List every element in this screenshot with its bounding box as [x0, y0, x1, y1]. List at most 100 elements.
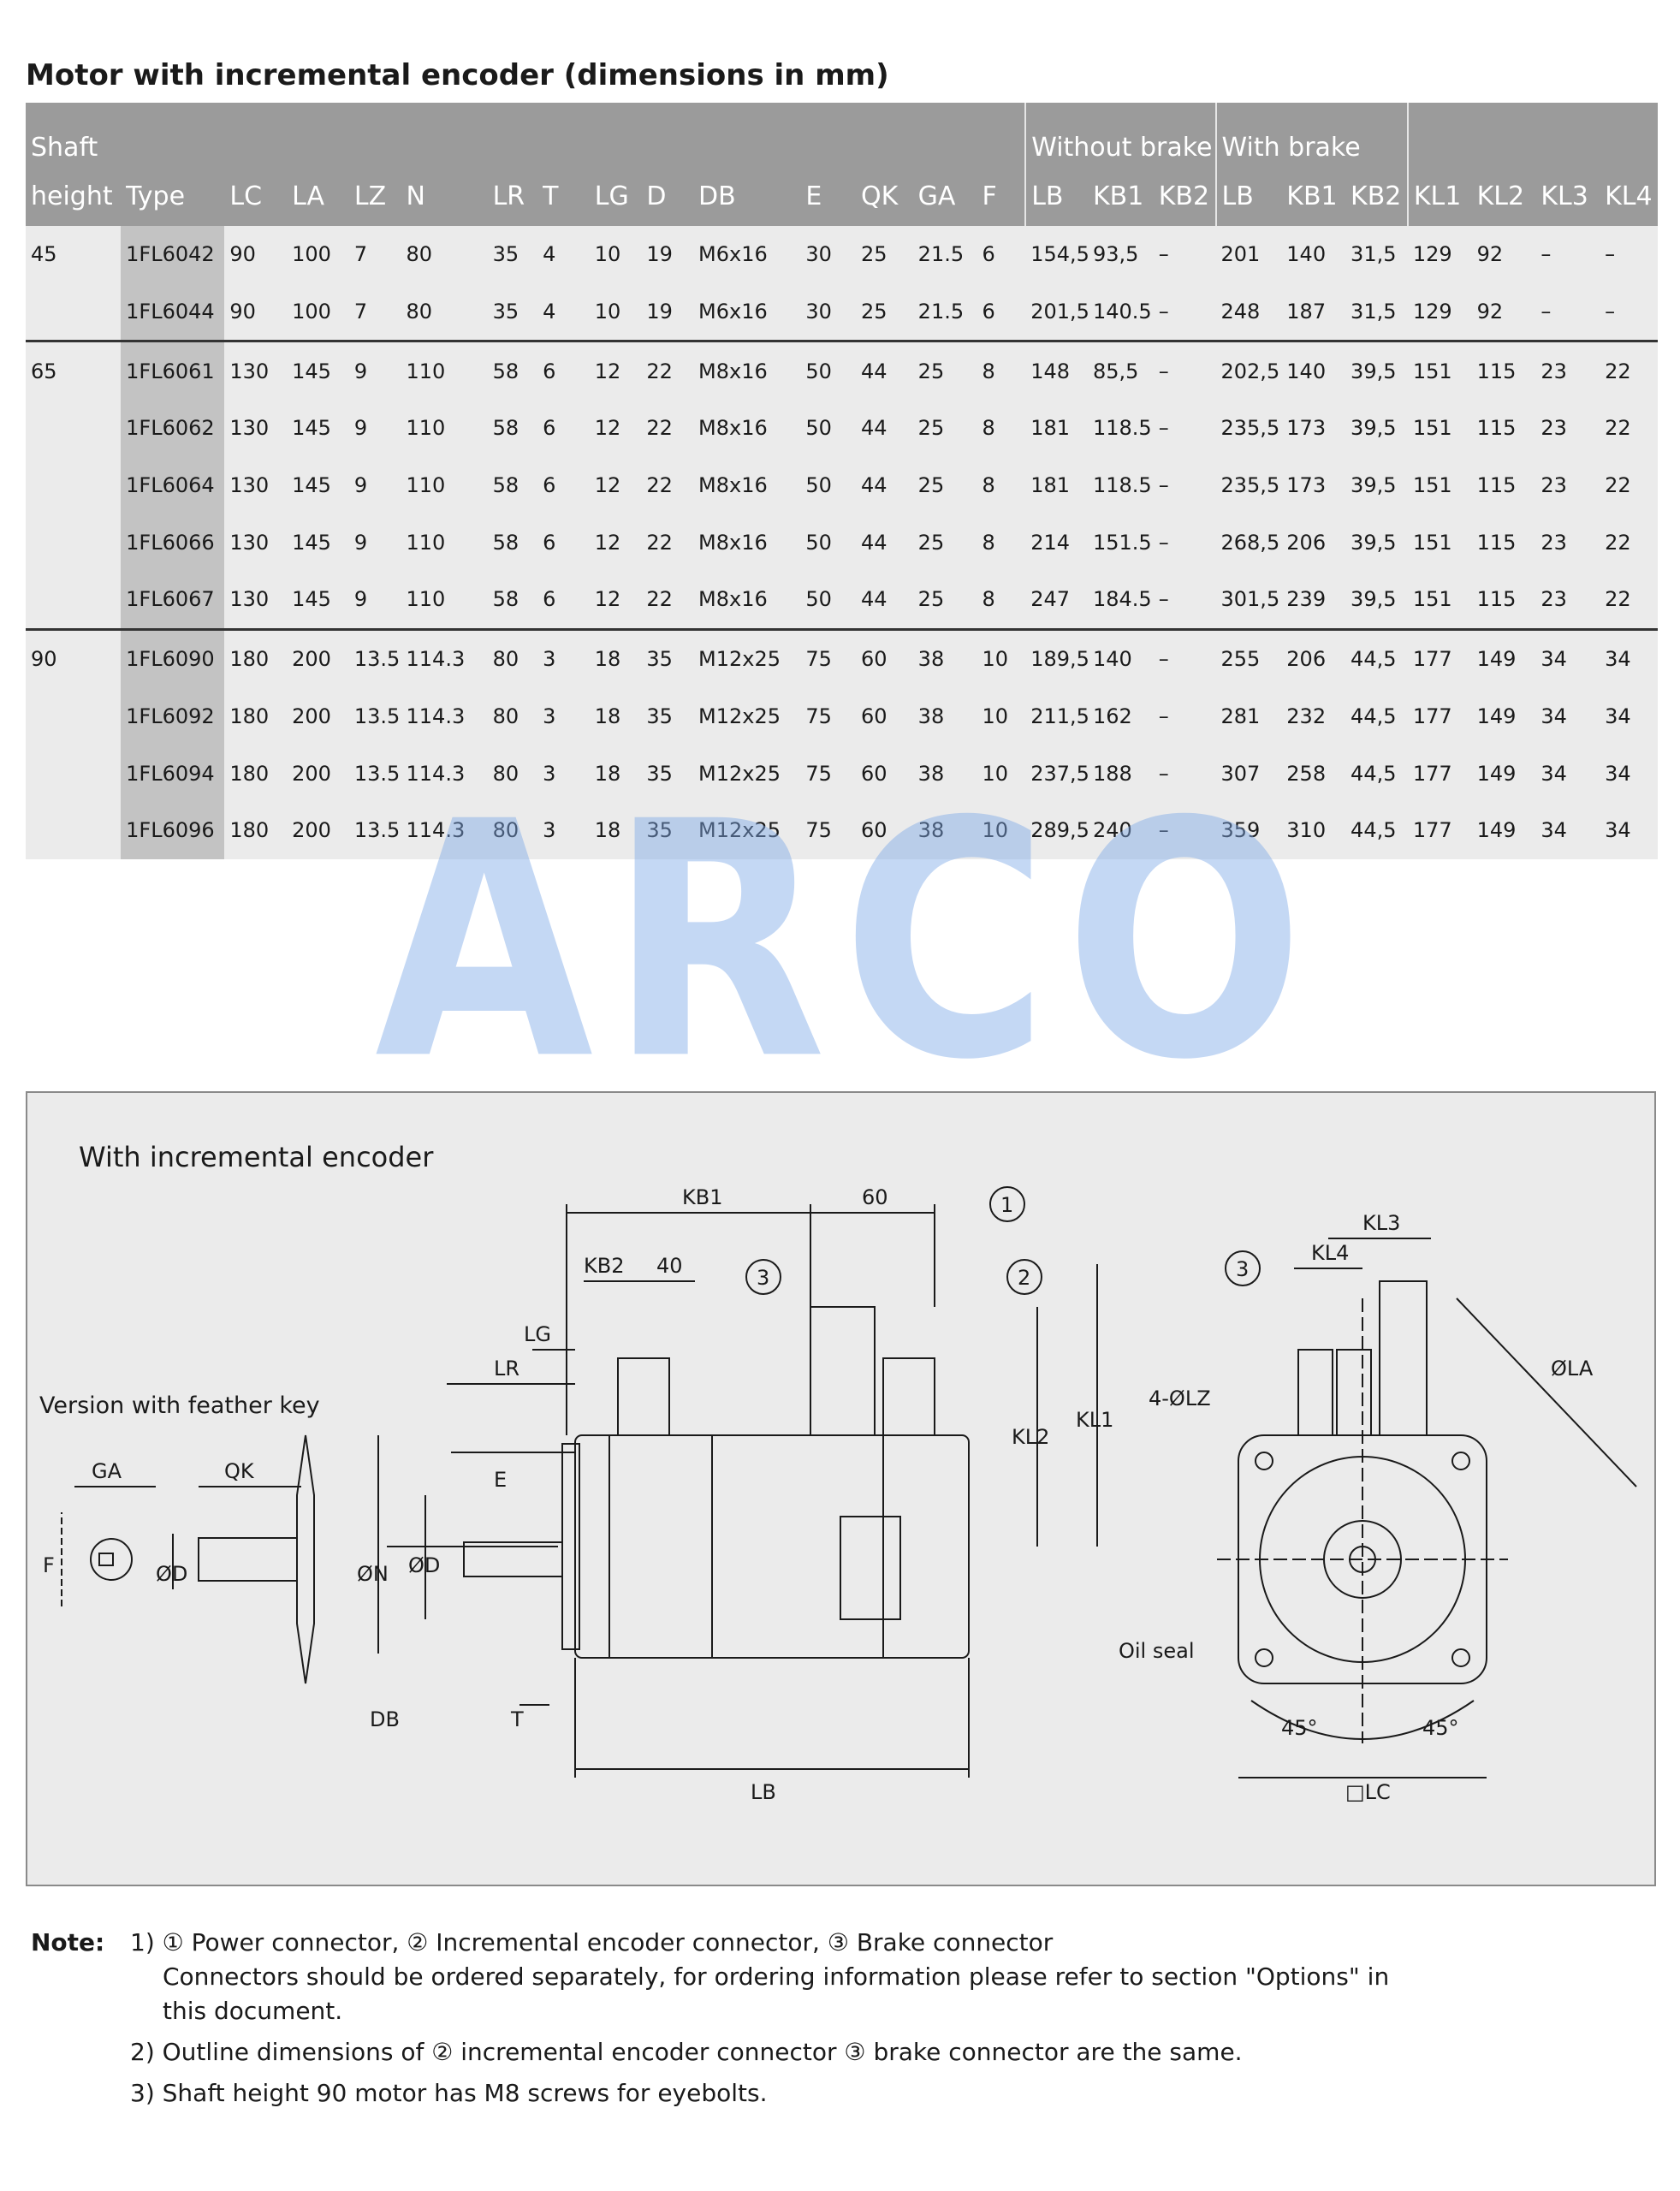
table-cell: –	[1153, 340, 1216, 401]
table-cell: 115	[1471, 400, 1536, 457]
table-cell: 145	[287, 400, 349, 457]
table-cell: 58	[487, 340, 538, 401]
front-encoder-connector	[1336, 1349, 1372, 1436]
table-cell: –	[1153, 514, 1216, 572]
table-cell: 10	[977, 801, 1026, 859]
table-cell: 58	[487, 456, 538, 514]
table-cell: 8	[977, 571, 1026, 630]
table-cell: 114.3	[401, 745, 488, 802]
table-cell: 149	[1471, 801, 1536, 859]
table-cell: 25	[912, 340, 977, 401]
table-cell: 235,5	[1215, 400, 1282, 457]
table-cell: 6	[537, 340, 590, 401]
table-cell: 19	[641, 226, 694, 283]
dim-qk: QK	[224, 1459, 255, 1483]
table-cell: 90	[224, 282, 288, 341]
table-cell: 115	[1471, 514, 1536, 572]
table-cell: 39,5	[1345, 340, 1408, 401]
table-cell: 34	[1535, 801, 1600, 859]
table-cell: 100	[287, 282, 349, 341]
table-cell: 177	[1407, 627, 1472, 688]
table-cell: 177	[1407, 801, 1472, 859]
table-cell: 145	[287, 340, 349, 401]
dim-ga: GA	[92, 1459, 122, 1483]
table-cell: 22	[641, 456, 694, 514]
motor-shaft	[463, 1541, 563, 1577]
table-cell: 130	[224, 456, 288, 514]
table-cell: 22	[1600, 571, 1658, 630]
table-cell: –	[1153, 687, 1216, 745]
table-cell: 22	[1600, 514, 1658, 572]
table-cell: 307	[1215, 745, 1282, 802]
table-cell: 23	[1535, 514, 1600, 572]
table-cell: 12	[589, 514, 642, 572]
column-header: KL4	[1600, 166, 1658, 226]
table-cell: 65	[26, 340, 122, 401]
type-cell: 1FL6061	[121, 340, 225, 401]
note-1-detail: Connectors should be ordered separately,…	[163, 1962, 1390, 2025]
table-cell: 44,5	[1345, 627, 1408, 688]
table-cell: 23	[1535, 571, 1600, 630]
dim-lb: LB	[751, 1780, 776, 1804]
table-cell: 200	[287, 745, 349, 802]
type-cell: 1FL6062	[121, 400, 225, 457]
column-header: E	[800, 166, 856, 226]
table-cell: 8	[977, 456, 1026, 514]
table-cell: 151	[1407, 571, 1472, 630]
column-header: LR	[487, 166, 538, 226]
table-cell: –	[1153, 801, 1216, 859]
table-cell: 50	[800, 571, 856, 630]
column-header: GA	[912, 166, 977, 226]
table-cell: 44,5	[1345, 801, 1408, 859]
table-cell	[26, 456, 122, 514]
callout-3-num: 3	[757, 1266, 769, 1290]
table-cell: 181	[1025, 456, 1088, 514]
dim-la: ØLA	[1551, 1357, 1594, 1381]
dim-60: 60	[862, 1185, 888, 1209]
table-cell: 22	[1600, 340, 1658, 401]
type-cell: 1FL6067	[121, 571, 225, 630]
table-cell: 7	[348, 226, 401, 283]
oil-seal-label: Oil seal	[1119, 1639, 1195, 1663]
table-cell: 200	[287, 801, 349, 859]
table-cell: 60	[855, 745, 913, 802]
nameplate-recess	[840, 1516, 901, 1620]
table-cell: 255	[1215, 627, 1282, 688]
motor-body	[574, 1434, 970, 1659]
table-cell: 211,5	[1025, 687, 1089, 745]
column-header: LG	[589, 166, 642, 226]
table-cell: 39,5	[1345, 400, 1408, 457]
table-cell: 130	[224, 340, 288, 401]
column-header: Type	[121, 166, 225, 226]
table-cell: 187	[1281, 282, 1346, 341]
table-cell: 6	[977, 282, 1026, 341]
table-cell	[26, 801, 122, 859]
table-cell: 80	[401, 226, 488, 283]
table-cell: 50	[800, 456, 856, 514]
table-cell: 235,5	[1215, 456, 1282, 514]
table-cell: –	[1153, 456, 1216, 514]
table-cell: 25	[912, 514, 977, 572]
table-cell: 240	[1087, 801, 1154, 859]
table-cell: 90	[224, 226, 288, 283]
table-cell: 44	[855, 456, 913, 514]
table-cell: 129	[1407, 226, 1472, 283]
table-cell: 214	[1025, 514, 1088, 572]
table-cell: 115	[1471, 571, 1536, 630]
table-cell: M8x16	[693, 456, 801, 514]
table-cell: 44,5	[1345, 687, 1408, 745]
feather-key-view	[61, 1434, 315, 1684]
table-cell: 173	[1281, 456, 1346, 514]
table-cell: M8x16	[693, 340, 801, 401]
table-cell: 3	[537, 801, 590, 859]
callout-3	[745, 1259, 781, 1295]
table-cell: 22	[1600, 456, 1658, 514]
table-cell: 58	[487, 514, 538, 572]
table-cell: 248	[1215, 282, 1282, 341]
note-3: 3) Shaft height 90 motor has M8 screws f…	[130, 2079, 768, 2107]
table-cell	[26, 282, 122, 341]
dim-kb1: KB1	[682, 1185, 722, 1209]
